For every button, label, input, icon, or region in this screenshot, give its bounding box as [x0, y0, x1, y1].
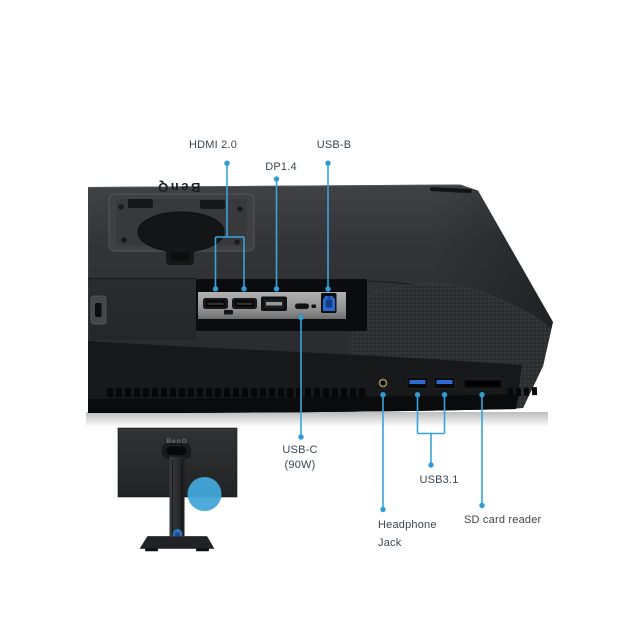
vesa-screw-hole [237, 206, 243, 212]
usb-b-port [321, 293, 337, 313]
vent-strip-right [507, 387, 539, 397]
vesa-mount-recess [108, 193, 255, 265]
hdmi2-port-dot [241, 286, 247, 292]
vesa-slot-right [200, 200, 225, 209]
vesa-screw-hole [118, 204, 124, 210]
bottom-rim [88, 394, 519, 413]
headphone-label-dot [380, 506, 386, 513]
hdmi-callout-line [214, 165, 245, 287]
headphone-label-line1: Headphone [378, 519, 437, 531]
hdmi-label-dot [224, 160, 230, 166]
hdmi-port-2 [232, 298, 257, 309]
usb31-label-dot [428, 462, 434, 468]
thumbnail-brand-logo: BenQ [166, 438, 187, 445]
usb-c-port [294, 303, 310, 310]
sd-label-dot [479, 502, 485, 509]
stand-release-latch-slot [170, 252, 190, 261]
service-slot [224, 310, 233, 315]
port-area-highlight-circle [187, 477, 222, 511]
sd-card-slot [461, 378, 504, 390]
usb-b-label-dot [325, 160, 331, 166]
top-vent-slot [429, 187, 472, 194]
sd-port-dot [479, 392, 485, 398]
vesa-screw-hole [234, 239, 240, 245]
reset-slot [311, 304, 316, 308]
bottom-edge-ports [377, 377, 504, 390]
monitor-thumbnail: BenQ [117, 427, 238, 552]
usb31-callout-line [416, 397, 446, 463]
vesa-screw-hole [121, 237, 127, 243]
usb-c-label: USB-C (90W) [282, 443, 317, 473]
callout-dots [212, 160, 485, 513]
rear-brand-logo: BenQ [156, 180, 201, 195]
usb-c-label-line2: (90W) [284, 459, 316, 471]
usb-a-port-2 [433, 377, 456, 389]
usb-b-label: USB-B [316, 139, 352, 151]
monitor-rear-view: BenQ [86, 180, 553, 427]
stand-foot [145, 548, 158, 552]
hdmi-port-1 [203, 298, 228, 309]
headphone-label-line2: Jack [378, 537, 402, 549]
dp-port-dot [273, 286, 280, 292]
stand-handle-hole [166, 446, 187, 455]
io-port-recess [196, 279, 367, 336]
usb-c-port-dot [298, 314, 304, 321]
top-edge-highlight [87, 184, 461, 188]
stand-foot [196, 548, 209, 552]
usb-b-port-dot [325, 286, 331, 292]
callout-lines [214, 165, 483, 508]
stand-column [169, 457, 185, 538]
displayport-port [261, 296, 287, 311]
usb-c-label-line1: USB-C [282, 444, 318, 456]
dp-label: DP1.4 [265, 161, 297, 173]
headphone-jack-port [377, 377, 389, 389]
kensington-lock-slot [90, 295, 107, 325]
usb-a2-port-dot [441, 392, 448, 398]
quick-release-circle [137, 211, 225, 253]
usb31-label: USB3.1 [419, 474, 459, 486]
stand-base [139, 536, 215, 549]
hdmi1-port-dot [212, 286, 219, 292]
usb-c-label-dot [298, 434, 304, 440]
bottom-bezel-band [88, 341, 522, 413]
dp-label-dot [273, 176, 280, 182]
hdmi-label: HDMI 2.0 [188, 139, 238, 151]
monitor-floor-shadow [86, 412, 548, 427]
usb-a-port-1 [406, 377, 429, 389]
headphone-port-dot [380, 392, 386, 398]
sd-label: SD card reader [464, 514, 542, 526]
texture-top-edge [351, 283, 552, 331]
usb-a1-port-dot [414, 392, 421, 398]
vesa-slot-left [128, 199, 153, 208]
